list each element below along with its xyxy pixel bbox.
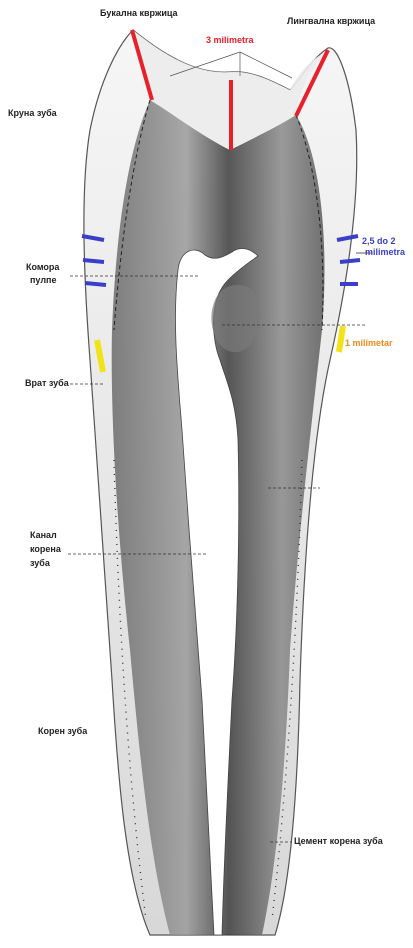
- label-pulp-chamber-2: пулпе: [30, 275, 56, 286]
- annotation-neck-thickness: 1 milimetar: [345, 338, 393, 349]
- label-root-canal-3: зуба: [30, 558, 50, 569]
- label-crown: Круна зуба: [8, 108, 57, 119]
- label-cementum: Цемент корена зуба: [294, 836, 383, 847]
- label-pulp-chamber-1: Комора: [26, 262, 59, 273]
- blue-marker-right-2: [340, 260, 360, 262]
- annotation-cusp-thickness: 3 milimetra: [206, 35, 254, 46]
- annotation-side-thickness-2: milimetra: [365, 247, 405, 258]
- label-buccal-cusp: Букална квржица: [100, 8, 178, 19]
- label-lingual-cusp: Лингвална квржица: [287, 16, 375, 27]
- blue-marker-left-2: [83, 260, 104, 262]
- label-root-canal-1: Канал: [30, 530, 57, 541]
- annotation-side-thickness-1: 2,5 do 2: [362, 236, 396, 247]
- label-root: Корен зуба: [38, 726, 87, 737]
- yellow-marker-right: [339, 326, 343, 352]
- blue-marker-left-3: [85, 283, 106, 285]
- label-neck: Врат зуба: [25, 378, 69, 389]
- label-root-canal-2: корена: [30, 544, 61, 555]
